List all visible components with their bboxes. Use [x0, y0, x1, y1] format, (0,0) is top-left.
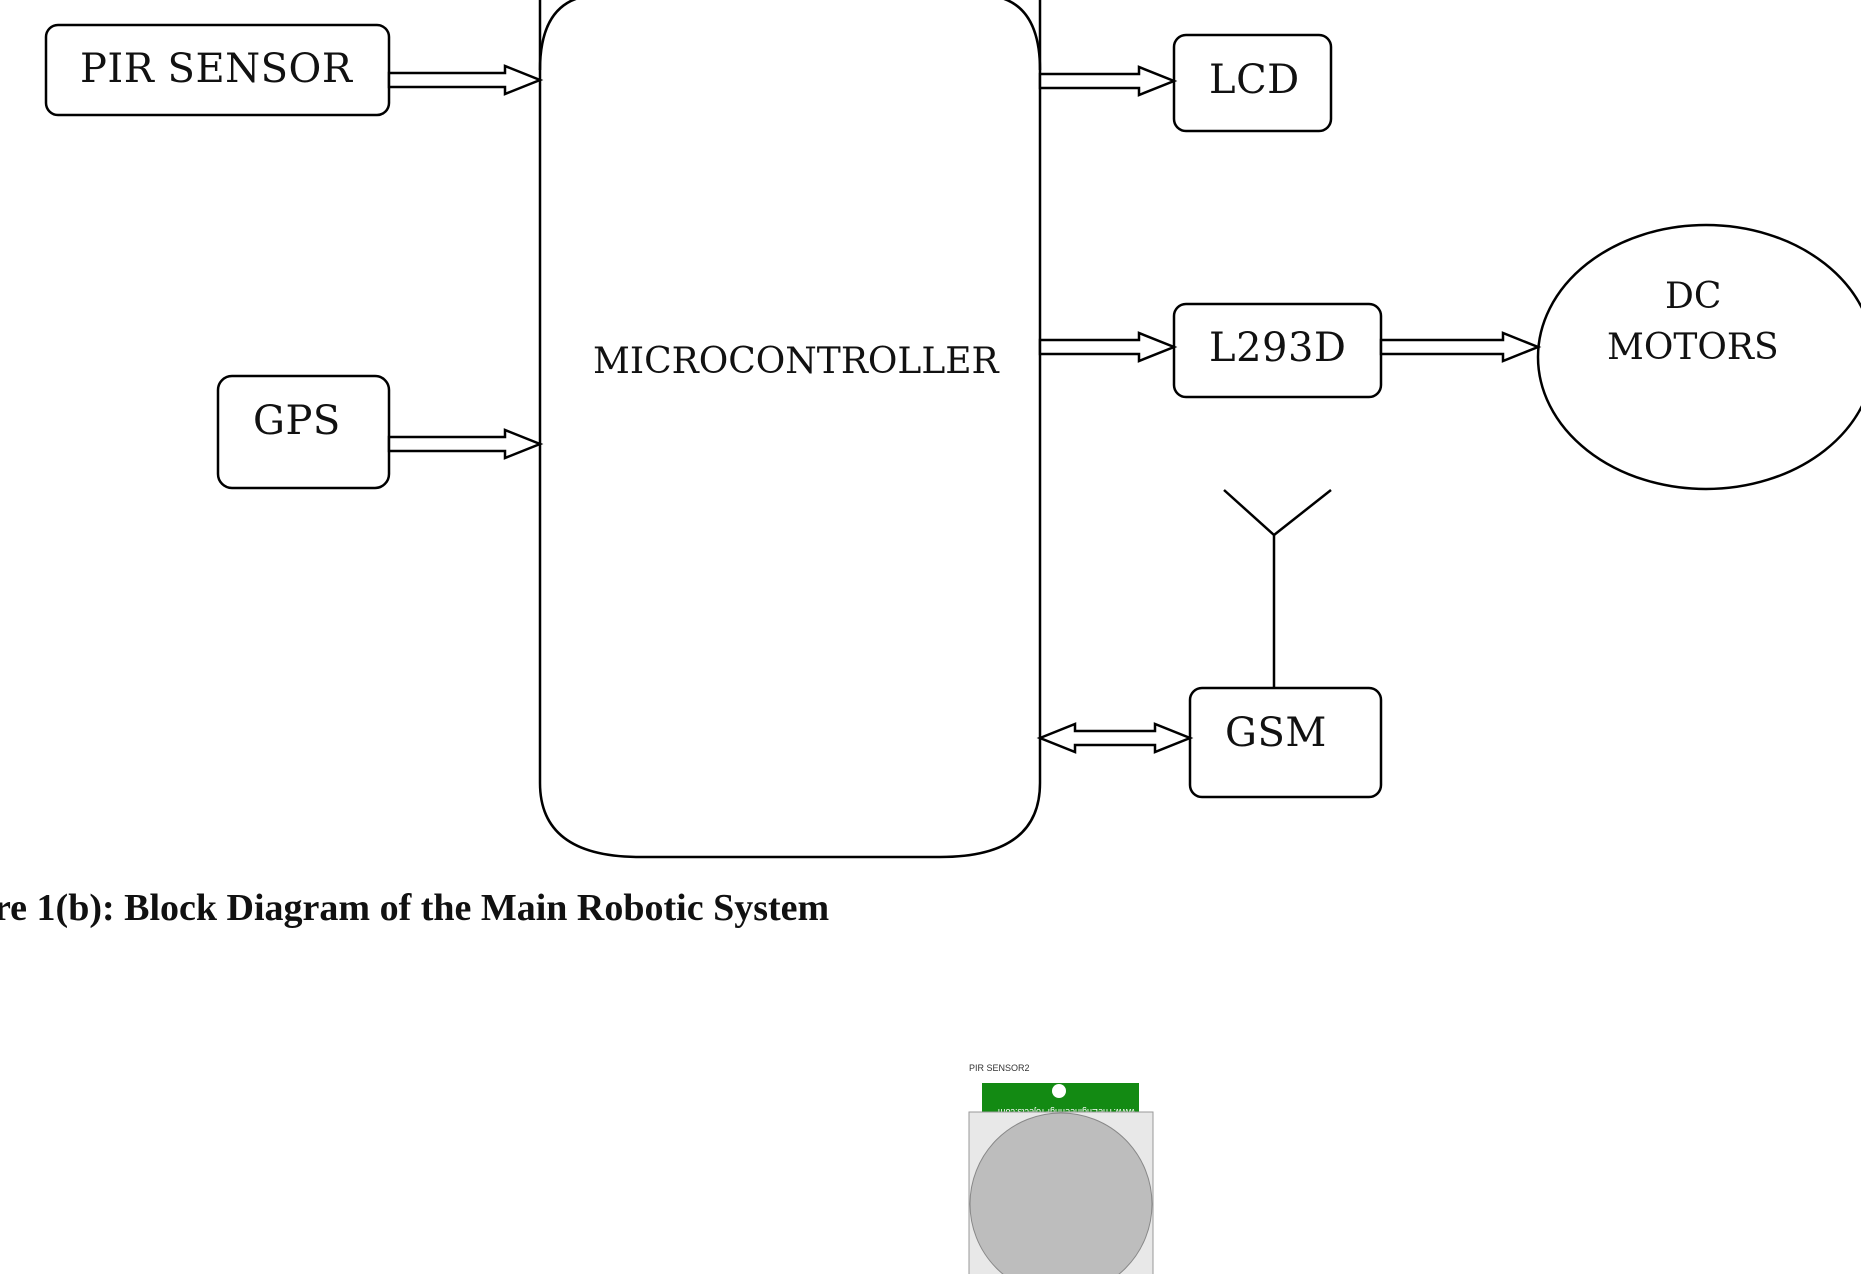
- arrow-pir-to-mcu: [387, 64, 544, 96]
- figure-caption: re 1(b): Block Diagram of the Main Robot…: [0, 887, 829, 929]
- lcd-label: LCD: [1209, 57, 1300, 103]
- component-label: PIR SENSOR2: [969, 1063, 1030, 1073]
- pir-sensor-component-image: PIR SENSOR2 www.TheEngineeringProjects.c…: [968, 1063, 1154, 1274]
- lcd-block: LCD: [1172, 33, 1333, 133]
- arrow-mcu-gsm-bidirectional: [1036, 722, 1194, 754]
- l293d-block: L293D: [1172, 302, 1383, 399]
- gsm-block: GSM: [1188, 686, 1383, 799]
- component-mount-hole: [1052, 1084, 1066, 1098]
- gps-label: GPS: [253, 398, 341, 444]
- pir-sensor-block: PIR SENSOR: [44, 23, 391, 117]
- component-dome: [969, 1112, 1153, 1274]
- pir-sensor-label: PIR SENSOR: [80, 46, 354, 92]
- arrow-gps-to-mcu: [387, 428, 544, 460]
- gsm-label: GSM: [1225, 710, 1327, 756]
- antenna-icon: [1223, 489, 1332, 688]
- arrow-l293d-to-motors: [1379, 331, 1542, 363]
- dc-motors-label-line1: DC: [1665, 276, 1721, 317]
- arrow-mcu-to-lcd: [1038, 65, 1178, 97]
- l293d-label: L293D: [1209, 325, 1346, 371]
- dc-motors-label-line2: MOTORS: [1607, 327, 1779, 368]
- microcontroller-label: MICROCONTROLLER: [593, 341, 1000, 382]
- gps-block: GPS: [216, 374, 391, 490]
- arrow-mcu-to-l293d: [1038, 331, 1178, 363]
- dc-motors-block: DC MOTORS: [1536, 223, 1861, 491]
- microcontroller-block: MICROCONTROLLER: [538, 0, 1042, 859]
